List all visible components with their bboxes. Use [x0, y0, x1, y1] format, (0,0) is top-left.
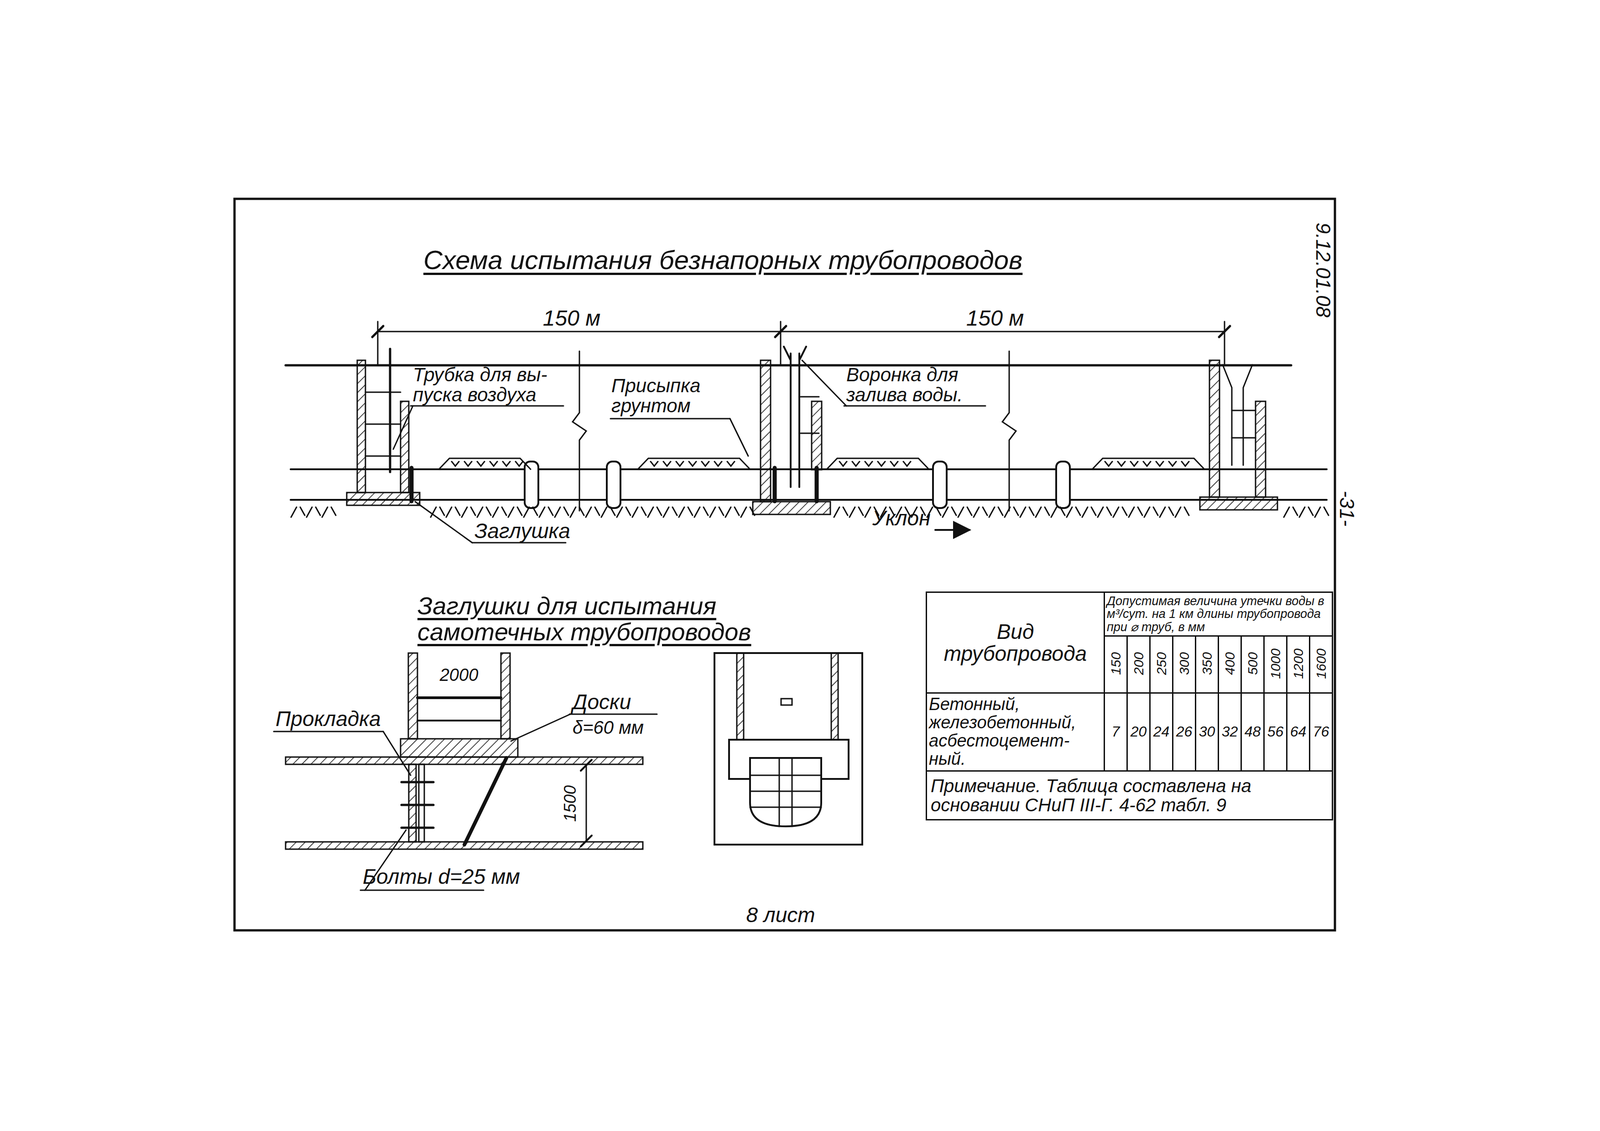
callout-label: Доски	[572, 691, 631, 714]
dimension: 150 м	[966, 307, 1024, 330]
sheet-code: 9.12.01.08	[1312, 222, 1334, 318]
dimension: 2000	[439, 666, 479, 685]
table-header: 400	[1222, 652, 1238, 676]
table-cell: 20	[1127, 693, 1151, 772]
callout-label: Присыпка грунтом	[611, 375, 717, 417]
table-value: 7	[1111, 723, 1121, 741]
table-header: 200	[1131, 652, 1147, 676]
table-header: 1600	[1313, 648, 1329, 680]
table-header: 1000	[1268, 648, 1283, 680]
soil-hatching	[291, 461, 1329, 518]
table-cell: 200	[1127, 636, 1151, 694]
table-header: Допустимая величина утечки воды в м³/сут…	[1106, 594, 1325, 635]
callout-label: Трубка для вы- пуска воздуха	[412, 364, 564, 406]
table-header: 1200	[1291, 648, 1306, 680]
table-cell: 1000	[1264, 636, 1288, 694]
table-header: 150	[1108, 652, 1124, 676]
table-cell: 300	[1172, 636, 1196, 694]
table-header: 350	[1199, 652, 1215, 676]
table-value: 26	[1176, 723, 1193, 741]
table-cell-text: Бетонный, железобетонный, асбестоцемент-…	[928, 694, 1076, 769]
table-value: 32	[1221, 723, 1239, 741]
callout-label: Уклон	[872, 507, 931, 530]
table-cell: Примечание. Таблица составлена на основа…	[926, 771, 1333, 820]
leak-table: Вид трубопровода Допустимая величина утеч…	[925, 591, 1334, 821]
table-cell: 350	[1195, 636, 1219, 694]
callout-label: Воронка для залива воды.	[846, 364, 984, 406]
table-cell: 7	[1104, 693, 1128, 772]
table-cell: 150	[1104, 636, 1128, 694]
table-cell: 64	[1287, 693, 1310, 772]
table-cell: 250	[1150, 636, 1173, 694]
table-value: 76	[1313, 723, 1330, 741]
table-cell: 30	[1195, 693, 1219, 772]
table-value: 64	[1290, 723, 1307, 741]
callout-label: δ=60 мм	[572, 718, 644, 738]
soil-hatching	[291, 461, 1329, 518]
callout-label: Заглушка	[474, 520, 571, 543]
table-value: 56	[1267, 723, 1284, 741]
page-number: -31-	[1336, 490, 1358, 527]
table-value: 24	[1153, 723, 1170, 741]
table-cell: Допустимая величина утечки воды в м³/сут…	[1104, 592, 1333, 637]
table-cell: 32	[1218, 693, 1242, 772]
dimension: 1500	[561, 785, 579, 823]
table-cell: 76	[1309, 693, 1333, 772]
dimension: 150 м	[542, 307, 601, 330]
table-cell: 48	[1241, 693, 1265, 772]
table-cell: Вид трубопровода	[926, 592, 1105, 694]
sheet-label: 8 лист	[745, 904, 815, 927]
table-cell: 56	[1264, 693, 1288, 772]
table-header: 500	[1245, 652, 1261, 676]
table-header: 250	[1154, 652, 1169, 676]
table-cell: Бетонный, железобетонный, асбестоцемент-…	[926, 693, 1105, 772]
table-cell: 400	[1218, 636, 1242, 694]
table-header: 300	[1177, 652, 1192, 676]
table-cell: 26	[1172, 693, 1196, 772]
table-cell: 500	[1241, 636, 1265, 694]
table-cell: 24	[1150, 693, 1173, 772]
table-value: 30	[1198, 723, 1216, 741]
table-header: Вид трубопровода	[943, 620, 1087, 666]
table-value: 20	[1130, 723, 1147, 741]
table-cell: 1600	[1309, 636, 1333, 694]
section-title: Заглушки для испытания самотечных трубоп…	[417, 593, 792, 645]
table-cell: 1200	[1287, 636, 1310, 694]
sheet-title: Схема испытания безнапорных трубопроводо…	[423, 246, 1023, 275]
callout-label: Болты d=25 мм	[362, 865, 521, 888]
table-note: Примечание. Таблица составлена на основа…	[930, 776, 1252, 816]
callout-label: Прокладка	[275, 708, 381, 730]
table-value: 48	[1244, 723, 1262, 741]
